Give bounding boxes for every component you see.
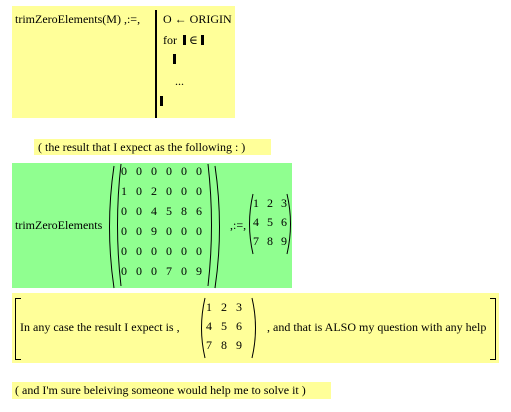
matrix-cell: 9: [281, 234, 287, 248]
function-name: trimZeroElements: [15, 218, 103, 232]
matrix-paren-right: [207, 163, 212, 287]
program-line-for[interactable]: for ∈: [163, 33, 204, 48]
matrix-cell: 0: [121, 224, 127, 238]
program-line-origin[interactable]: O ← ORIGIN: [163, 12, 232, 26]
program-line-placeholder[interactable]: [173, 52, 176, 67]
result-paren-left: [249, 193, 254, 255]
matrix-cell: 0: [166, 164, 172, 178]
placeholder-marker[interactable]: [160, 96, 163, 106]
matrix-cell: 0: [181, 184, 187, 198]
statement-text-before: In any case the result I expect is ,: [20, 320, 180, 334]
result-paren-right: [286, 193, 291, 255]
argument-paren-right: [214, 165, 220, 289]
statement-matrix-paren-left: [201, 297, 206, 359]
statement-matrix-paren-right: [251, 297, 256, 359]
matrix-cell: 2: [151, 184, 157, 198]
matrix-cell: 0: [136, 264, 142, 278]
matrix-cell: 9: [196, 264, 202, 278]
note-text: ( the result that I expect as the follow…: [38, 140, 246, 154]
matrix-cell: 3: [236, 300, 242, 314]
matrix-cell: 7: [166, 264, 172, 278]
matrix-cell: 1: [121, 184, 127, 198]
matrix-cell: 4: [253, 215, 259, 229]
matrix-cell: 0: [166, 244, 172, 258]
matrix-cell: 7: [206, 338, 212, 352]
matrix-cell: 1: [206, 300, 212, 314]
matrix-cell: 0: [181, 164, 187, 178]
matrix-cell: 0: [136, 164, 142, 178]
matrix-cell: 5: [221, 319, 227, 333]
matrix-cell: 0: [151, 164, 157, 178]
placeholder-marker[interactable]: [173, 54, 176, 64]
matrix-cell: 2: [221, 300, 227, 314]
matrix-cell: 5: [166, 204, 172, 218]
matrix-cell: 8: [221, 338, 227, 352]
matrix-cell: 6: [236, 319, 242, 333]
note-closing[interactable]: ( and I'm sure beleiving someone would h…: [12, 382, 331, 399]
matrix-cell: 0: [181, 264, 187, 278]
matrix-cell: 0: [151, 264, 157, 278]
note-text: ( and I'm sure beleiving someone would h…: [15, 383, 306, 397]
statement-text-after: , and that is ALSO my question with any …: [267, 320, 487, 334]
matrix-cell: 3: [281, 196, 287, 210]
matrix-cell: 7: [253, 234, 259, 248]
matrix-cell: 0: [181, 244, 187, 258]
matrix-cell: 0: [121, 264, 127, 278]
matrix-cell: 8: [267, 234, 273, 248]
matrix-cell: 5: [267, 215, 273, 229]
program-line-placeholder[interactable]: [160, 94, 163, 109]
matrix-cell: 2: [267, 196, 273, 210]
matrix-cell: 0: [196, 244, 202, 258]
program-bar: [155, 10, 157, 118]
matrix-cell: 9: [151, 224, 157, 238]
for-keyword: for: [163, 33, 177, 47]
matrix-cell: 4: [151, 204, 157, 218]
matrix-cell: 9: [236, 338, 242, 352]
bracket-right: [490, 298, 496, 360]
matrix-cell: 8: [181, 204, 187, 218]
argument-paren-left: [109, 165, 115, 289]
matrix-cell: 4: [206, 319, 212, 333]
matrix-cell: 0: [166, 224, 172, 238]
matrix-cell: 0: [166, 184, 172, 198]
definition-region[interactable]: trimZeroElements(M) ,:=, O ← ORIGIN for …: [12, 6, 235, 118]
matrix-cell: 6: [196, 204, 202, 218]
matrix-cell: 0: [136, 244, 142, 258]
matrix-cell: 0: [121, 244, 127, 258]
matrix-cell: 0: [196, 184, 202, 198]
placeholder-marker[interactable]: [200, 35, 204, 45]
element-of-operator: ∈: [189, 33, 198, 47]
matrix-cell: 0: [136, 224, 142, 238]
matrix-cell: 0: [181, 224, 187, 238]
matrix-cell: 0: [121, 164, 127, 178]
note-expected-result[interactable]: ( the result that I expect as the follow…: [34, 139, 271, 155]
bracket-left: [15, 298, 21, 360]
matrix-cell: 0: [151, 244, 157, 258]
placeholder-marker[interactable]: [183, 35, 186, 45]
matrix-cell: 0: [136, 204, 142, 218]
matrix-paren-left: [117, 163, 122, 287]
evaluation-operator: ,:=,: [230, 218, 247, 232]
matrix-cell: 0: [196, 164, 202, 178]
matrix-cell: 0: [121, 204, 127, 218]
program-line-ellipsis: ...: [175, 74, 184, 88]
matrix-cell: 1: [253, 196, 259, 210]
matrix-cell: 0: [196, 224, 202, 238]
matrix-cell: 6: [281, 215, 287, 229]
definition-lhs: trimZeroElements(M) ,:=,: [15, 12, 141, 26]
matrix-cell: 0: [136, 184, 142, 198]
